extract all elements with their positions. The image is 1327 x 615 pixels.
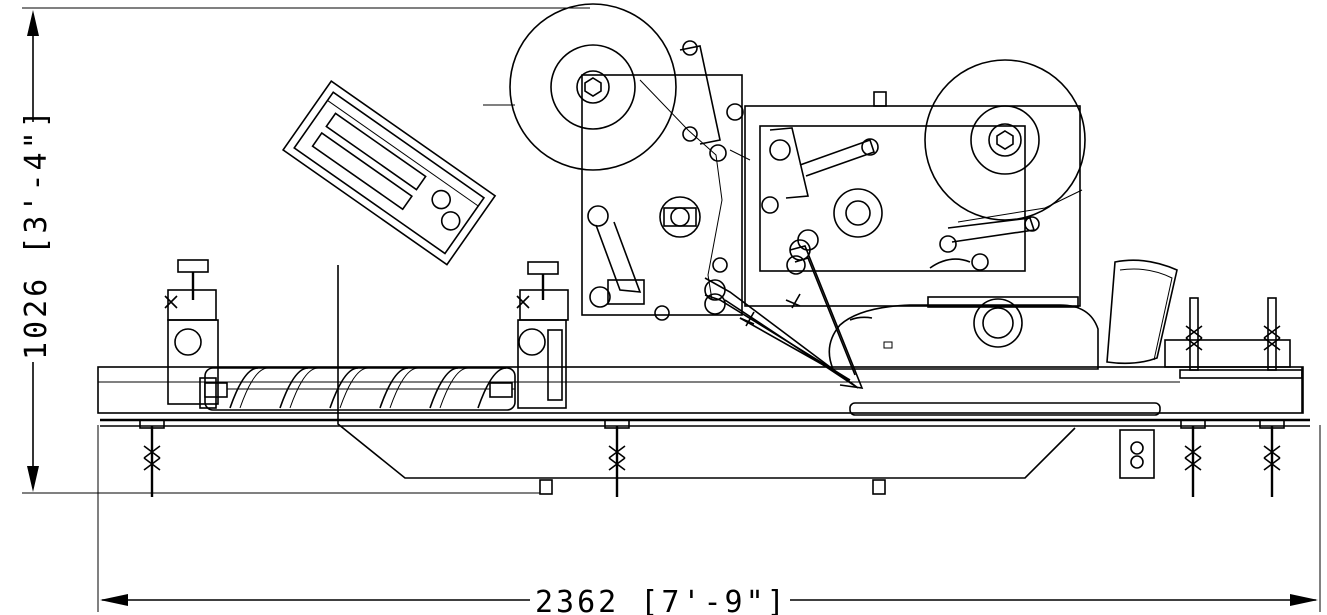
left-labeler-head [581,40,751,321]
right-label-roll [924,59,1086,221]
guide-post-1 [1185,297,1203,371]
right-screw-bracket [516,261,569,409]
upper-label-roll [483,3,677,171]
wrap-station [828,296,1099,370]
width-arrow-left [100,594,128,606]
guide-post-2 [1263,297,1281,371]
conveyor-frame [97,265,1310,495]
height-arrow-top [27,10,39,36]
height-dimension-label: 1026 [3'-4"] [19,107,54,360]
controller-box [281,79,497,266]
height-arrow-bottom [27,466,39,492]
leveling-foot-2 [604,419,630,497]
bottle-guide [1106,259,1178,365]
leveling-foot-1 [139,419,165,497]
leveling-foot-3 [1180,419,1206,497]
width-dimension-label: 2362 [7'-9"] [535,585,788,615]
applicator-peel-plates [704,239,864,389]
width-arrow-right [1290,594,1318,606]
width-dimension: 2362 [7'-9"] [97,425,1321,615]
left-screw-bracket [164,259,219,409]
leveling-foot-4 [1259,419,1285,497]
height-dimension: 1026 [3'-4"] [19,7,590,494]
feed-screw [204,367,516,411]
